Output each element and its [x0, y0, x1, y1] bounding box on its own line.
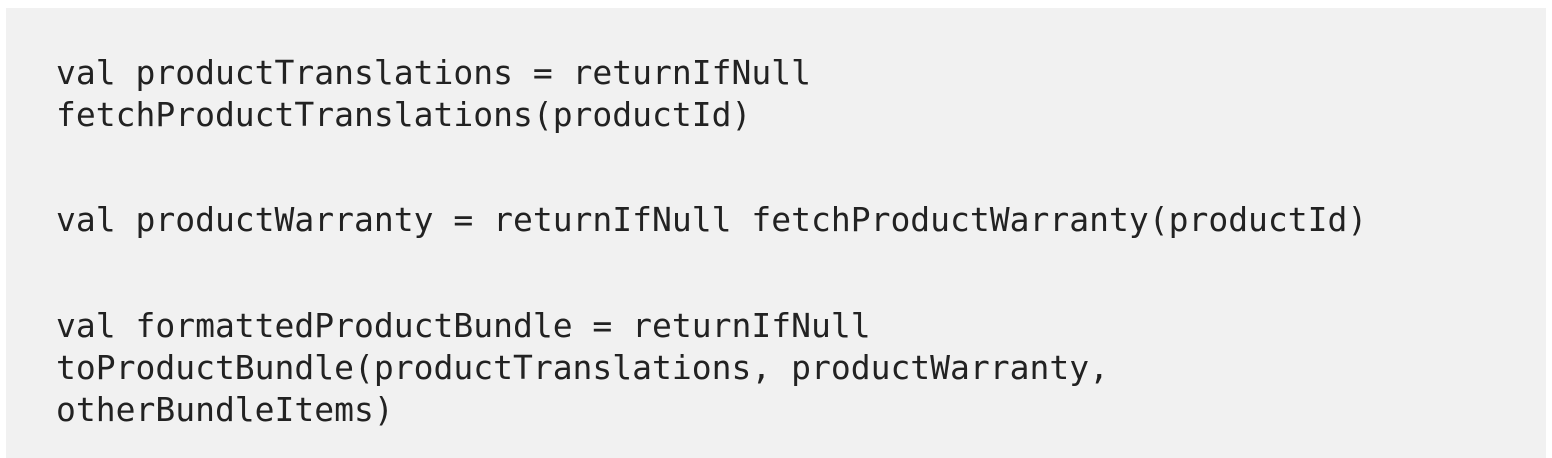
code-block: val productTranslations = returnIfNull f… [6, 8, 1546, 458]
code-line: toProductBundle(productTranslations, pro… [56, 348, 1109, 387]
code-line: val productWarranty = returnIfNull fetch… [56, 200, 1368, 239]
code-line: val productTranslations = returnIfNull [56, 53, 811, 92]
code-line: otherBundleItems) [56, 390, 394, 429]
code-line: val formattedProductBundle = returnIfNul… [56, 306, 871, 345]
code-line: fetchProductTranslations(productId) [56, 95, 752, 134]
